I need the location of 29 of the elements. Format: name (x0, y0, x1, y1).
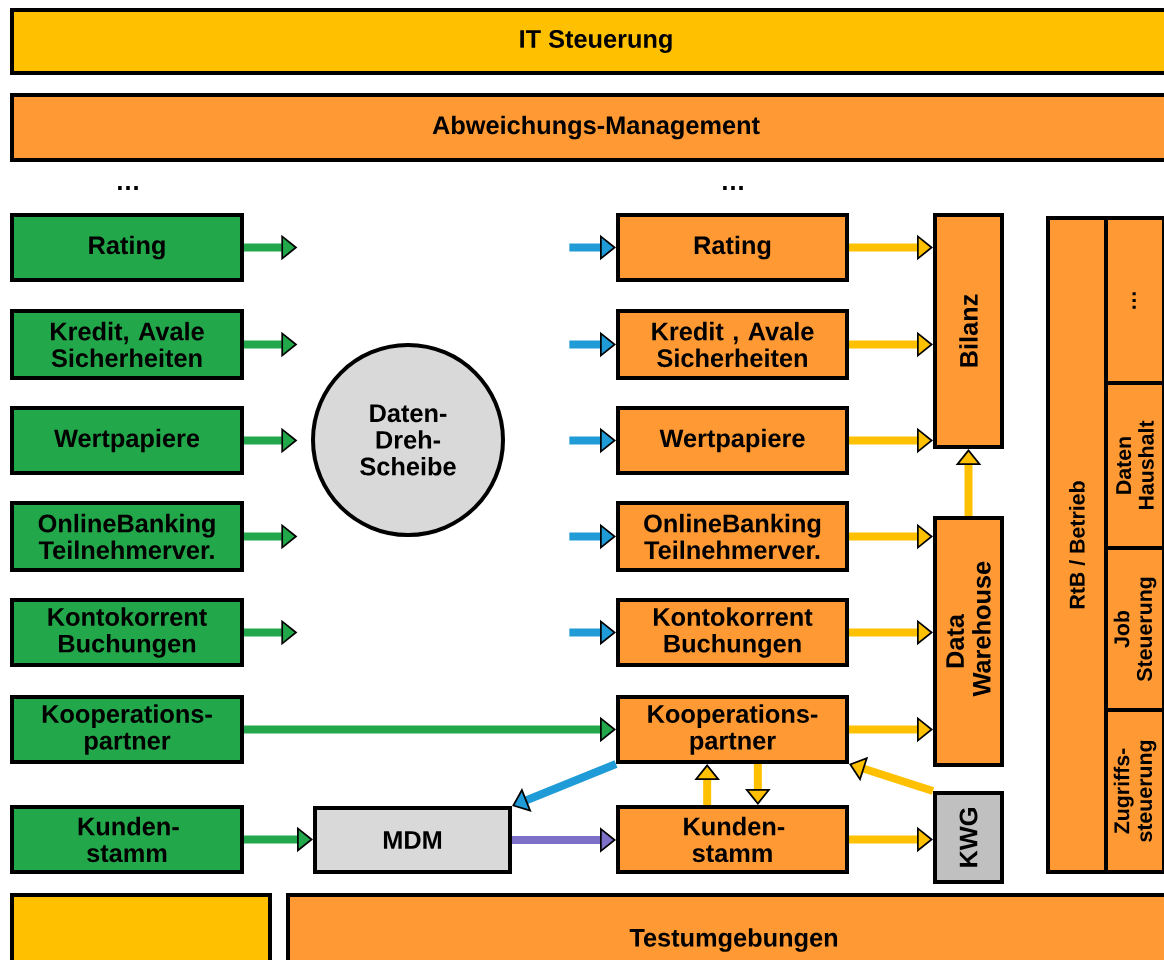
source-box: Kontokorrent Buchungen (10, 598, 244, 667)
target-box: Kredit , Avale Sicherheiten (616, 309, 849, 380)
source-box: Kooperations- partner (10, 695, 244, 764)
system-box: Bilanz (933, 213, 1004, 449)
band-box: Testumgebungen (286, 893, 1164, 960)
target-box: Kooperations- partner (616, 695, 849, 764)
operation-cell: Daten Haushalt (1104, 381, 1164, 550)
band-box: IT Steuerung (10, 8, 1164, 75)
source-box: OnlineBanking Teilnehmerver. (10, 501, 244, 572)
block-arrow (512, 760, 618, 812)
system-box: KWG (933, 791, 1004, 884)
target-box: OnlineBanking Teilnehmerver. (616, 501, 849, 572)
empty-box (10, 893, 272, 960)
target-box: Wertpapiere (616, 406, 849, 475)
target-box: Kontokorrent Buchungen (616, 598, 849, 667)
target-box: Kunden- stamm (616, 805, 849, 874)
process-box: MDM (313, 806, 512, 874)
operation-cell: Job Steuerung (1104, 546, 1164, 712)
source-box: Rating (10, 213, 244, 282)
source-box: Wertpapiere (10, 406, 244, 475)
operation-cell: … (1104, 216, 1164, 385)
operation-cell: Zugriffs- steuerung (1104, 708, 1164, 874)
source-box: Kunden- stamm (10, 805, 244, 874)
system-box: Data Warehouse (933, 516, 1004, 767)
ellipsis-label: … (118, 186, 138, 190)
band-box: Abweichungs-Management (10, 93, 1164, 162)
ellipsis-label: … (723, 186, 743, 190)
source-box: Kredit, Avale Sicherheiten (10, 309, 244, 380)
target-box: Rating (616, 213, 849, 282)
